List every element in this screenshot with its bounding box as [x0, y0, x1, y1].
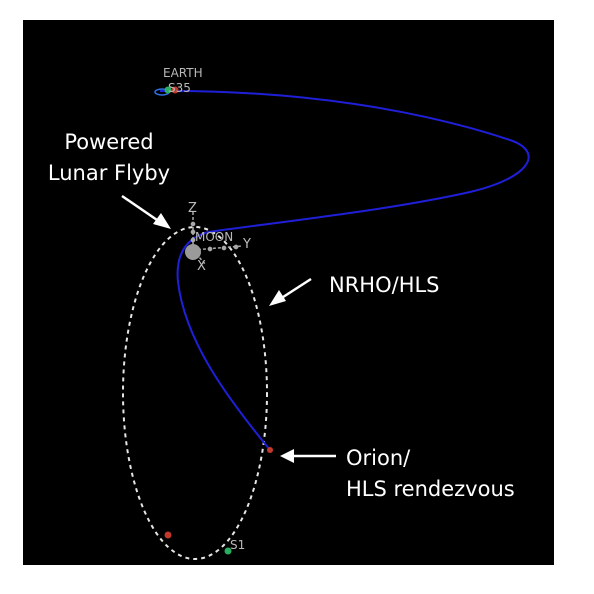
earth-label: EARTH	[163, 66, 203, 80]
moon-label: MOON	[195, 230, 233, 244]
nrho-arrow	[269, 277, 312, 306]
rendezvous-callout-line1: Orion/	[346, 446, 411, 470]
axis-x-label: X	[197, 259, 206, 274]
rendezvous-callout-line2: HLS rendezvous	[346, 477, 515, 501]
transfer-trajectory	[159, 89, 530, 451]
green-orbit-marker	[224, 547, 232, 555]
flyby-arrow	[121, 194, 171, 229]
axis-y-label: Y	[242, 237, 251, 252]
flyby-callout-line1: Powered	[64, 130, 154, 154]
moon-icon	[185, 244, 201, 260]
red-orbit-marker	[164, 531, 172, 539]
rendezvous-callout: Orion/ HLS rendezvous	[346, 443, 515, 505]
axis-z-label: Z	[188, 201, 197, 216]
nrho-orbit	[122, 226, 268, 560]
earth-marker	[154, 86, 179, 96]
earth-overlap-label: S35	[168, 81, 191, 95]
nrho-callout: NRHO/HLS	[329, 273, 440, 297]
moon-axes	[190, 212, 243, 265]
rendezvous-arrow	[280, 449, 336, 463]
station-label: S1	[230, 538, 245, 552]
flyby-callout-line2: Lunar Flyby	[47, 161, 171, 185]
flyby-callout: Powered Lunar Flyby	[36, 127, 182, 189]
rendezvous-marker	[267, 447, 273, 453]
